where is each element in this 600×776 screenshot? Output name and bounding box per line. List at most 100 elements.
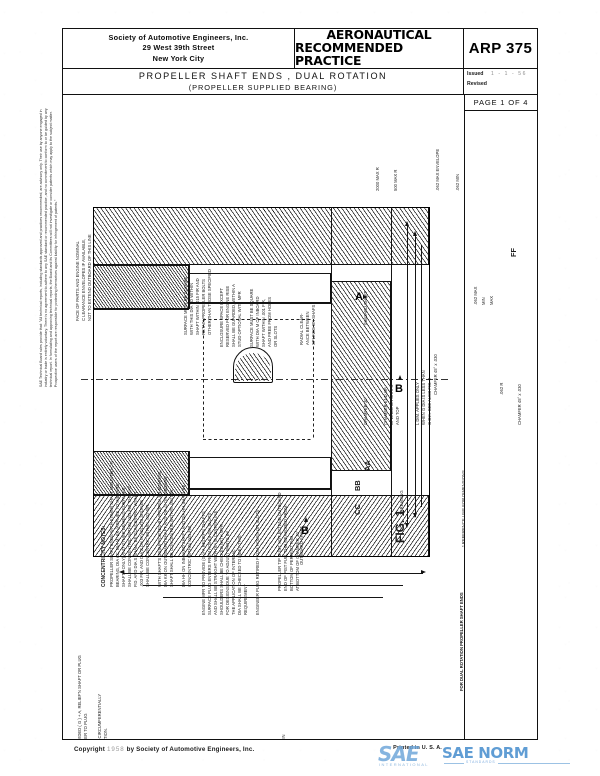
- hidden-line-4: [313, 319, 314, 439]
- step-line-4: [189, 303, 331, 304]
- hidden-line-3: [203, 319, 204, 439]
- hidden-line-2: [203, 439, 313, 440]
- note-shoulder-2: SHAFT WITHIN .001 FIR,: [261, 298, 266, 347]
- misc-note-5: THE APPLICATION OF INTERNAL: [231, 549, 236, 615]
- hub-left-edge: [331, 207, 332, 557]
- note-threading: THREADING: [399, 490, 404, 515]
- datum-arrow-B-upper: [398, 375, 402, 380]
- rail-callout-chamfer: CHAMFER 45° x .030: [517, 384, 522, 425]
- body-row: 2000 MAX R 500 MAX R .062 MAX ENVELOPE .…: [63, 95, 537, 739]
- concentricity-line-6: SHALL BE CONCENTRIC WITHIN .002 FIR.: [145, 503, 150, 587]
- org-street: 29 West 39th Street: [142, 43, 215, 53]
- misc-note-3: SHOULDERS SHALL BE CHECKED WITH MFR: [219, 524, 224, 615]
- unsupported-line-1: DIA KK ON OUTBOARD SHAFT AND DIA G ON IN…: [163, 476, 168, 587]
- dim-label-AA: AA: [363, 460, 372, 471]
- header-row: Society of Automotive Engineers, Inc. 29…: [63, 28, 537, 69]
- dim-bottom-arrow-2: [421, 570, 426, 574]
- engineering-drawing-canvas: 2000 MAX R 500 MAX R .062 MAX ENVELOPE .…: [63, 95, 464, 739]
- callout-chamfer-30: CHAMFER 30°: [363, 396, 368, 425]
- thread-note-0: 1 THREAD TO BE PROVIDED ( G ) + A, RELIE…: [77, 655, 82, 739]
- misc-note-7: REQUIREMENT: [243, 584, 248, 615]
- note-face-parts-1: C LEARANCE ENVELOPES IF AVAILABLE,: [81, 238, 86, 321]
- misc-note-10: END OF PIST FULL THD MEASURED FROM: [283, 505, 288, 591]
- note-face-parts-0: FACE OF PARTS AND ENGINE NOMINAL: [75, 241, 80, 321]
- unsupported-line-0: WITH SHAFT'S UNSUPPORTED BY PROPELLER BE…: [157, 470, 162, 587]
- dim-ext-1: [407, 225, 408, 525]
- section-outer-circle: [457, 725, 464, 739]
- concentricity-heading: CONCENTRICITY NOTES:: [101, 525, 107, 587]
- issued-label: Issued: [467, 71, 484, 77]
- note-inboard-shaft: INBOARD SHAFT: [363, 291, 368, 325]
- shaft-bottom-edge: [93, 556, 429, 558]
- misc-note-8: ENGINEER PLUG RETIRED FROM HOLES OR SLOT…: [255, 509, 260, 615]
- dim-label-CC: CC: [353, 504, 362, 515]
- title-block: PROPELLER SHAFT ENDS , DUAL ROTATION (PR…: [63, 69, 464, 94]
- hub-right-edge: [391, 207, 392, 557]
- dim-label-BB: BB: [353, 480, 362, 491]
- datum-label-A: A: [355, 291, 363, 303]
- note-face-parts-2: NOT TO EXTEND OUTBOARD OF THIS LINE: [87, 234, 92, 321]
- note-chamfer-end-splines-2: AND TOP: [395, 406, 400, 425]
- bore-outline-upper: [189, 273, 331, 303]
- rail-callout-062-max: .062 MAX: [473, 286, 478, 305]
- dim-bottom-3: [163, 597, 383, 598]
- concentricity-line-4: P.D. AND DIA S SHALL BE CONCENTRIC WITHI…: [133, 491, 138, 587]
- shaft-top-edge: [93, 207, 429, 209]
- note-chamfer-end-splines-0: CHAMFER END OF: [383, 387, 388, 425]
- concentricity-line-0: PROPELLER SHAFT ENDS WITH EITHER SHAFT M…: [109, 461, 114, 587]
- dim-bottom-2: [143, 585, 403, 586]
- concentricity-line-5: .003 FIR, AND DIA Z ON INVOLUTE SPLINES: [139, 499, 144, 587]
- revised-label: Revised: [467, 80, 487, 87]
- shaft-right-edge: [429, 207, 431, 557]
- dim-bottom-1: [123, 573, 423, 574]
- splines-note-5: CIRCUMFERENTIALLY WITHIN: [281, 734, 286, 739]
- thread-note-1: ENGINE MANUFACTURER TO PLUG: [83, 713, 88, 739]
- note-radial-clear-2: SPLINES ON SHAFS: [311, 304, 316, 345]
- callout-500-max-r: 500 MAX R: [393, 169, 398, 191]
- misc-note-1: SURFACE PLUG ENTERS FROM HOLES DIA SLOTS: [207, 512, 212, 615]
- step-line-6: [189, 489, 331, 490]
- note-L-dim-1: WHEN G DIA IS LESS THAN: [421, 370, 426, 425]
- note-shoulder-3: AND FREE FROM HOLES: [267, 296, 272, 347]
- dim-arrow-4: [413, 513, 417, 518]
- rail-callout-062-r: .062 R: [499, 382, 504, 395]
- footer: Copyright 1958 by Society of Automotive …: [62, 744, 538, 768]
- misc-note-0: ENGINE MFR TO PROVIDE (G )+A RELIEF'N SH…: [201, 511, 206, 615]
- shaft-section-hatch-lower: [94, 496, 428, 556]
- copyright-label: Copyright: [74, 746, 106, 753]
- document-number: ARP 375: [468, 40, 533, 57]
- org-name: Society of Automotive Engineers, Inc.: [108, 32, 249, 42]
- hidden-line-1: [203, 319, 313, 320]
- concentricity-line-3: SHALL BE CONCENTRIC WITHIN .001 FIR, THR…: [127, 485, 132, 587]
- rail-note-mount-1: MAX: [489, 295, 494, 305]
- step-line-1: [93, 265, 189, 266]
- callout-chamfer-45: CHAMFER 45° x .030: [433, 354, 438, 395]
- splines-note-0: 4 SLOTS EQUALLY SPACED CIRCUMFERENTIALLY: [97, 694, 102, 739]
- hub-hatch: [332, 282, 390, 470]
- callout-2000-max-r: 2000 MAX R: [375, 167, 380, 191]
- splines-note-1: WITHIN .010 OF TRUE LOCATION.: [103, 728, 108, 739]
- misc-note-12: AT BOTTOM OF CHAMFER 30°: [295, 530, 300, 591]
- printed-in-usa: Printed in U. S. A.: [393, 745, 442, 751]
- dim-arrow-1: [405, 221, 409, 226]
- document-frame: Society of Automotive Engineers, Inc. 29…: [62, 28, 538, 740]
- organization-block: Society of Automotive Engineers, Inc. 29…: [63, 29, 295, 68]
- page-title: PROPELLER SHAFT ENDS , DUAL ROTATION: [138, 71, 388, 82]
- page-indicator: PAGE 1 OF 4: [465, 95, 537, 111]
- plug-hatch: [235, 353, 271, 381]
- title-row: PROPELLER SHAFT ENDS , DUAL ROTATION (PR…: [63, 69, 537, 95]
- misc-note-2: AND SHALL BE STRAIGHT WITH DIA M CENTERL…: [213, 510, 218, 615]
- dim-ext-2: [415, 235, 416, 517]
- note-shoulder-1: WITH DIA M OF INBOARD: [255, 296, 260, 347]
- misc-note-4: FOR DESIGNS DUE TO ADJUST PARTS BY: [225, 530, 230, 615]
- callout-062-max-envelope: .062 MAX ENVELOPE: [435, 148, 440, 191]
- note-L-dim-0: L DIM. APPLIES ONLY: [415, 382, 420, 425]
- page-subtitle: (PROPELLER SUPPLIED BEARING): [188, 82, 338, 92]
- misc-note-6: DIA SHALL BE CHECKED TO MEET THIS: [237, 535, 242, 615]
- note-radial-clear-1: ANCE BETWEEN: [305, 311, 310, 345]
- unsupported-line-2: SHAFT SHALL BE CONCENTRIC WITHIN .004 FI…: [169, 488, 174, 587]
- datum-arrow-B-lower: [304, 517, 308, 522]
- note-chamfer-end-splines-1: SPLINES ON SHAFS: [389, 384, 394, 425]
- inboard-line-1: CONCENTRIC WITHIN .001 FIR.: [187, 524, 192, 587]
- right-rail: PAGE 1 OF 4 .062 MAX MIN MAX FF .062 R C…: [464, 95, 537, 739]
